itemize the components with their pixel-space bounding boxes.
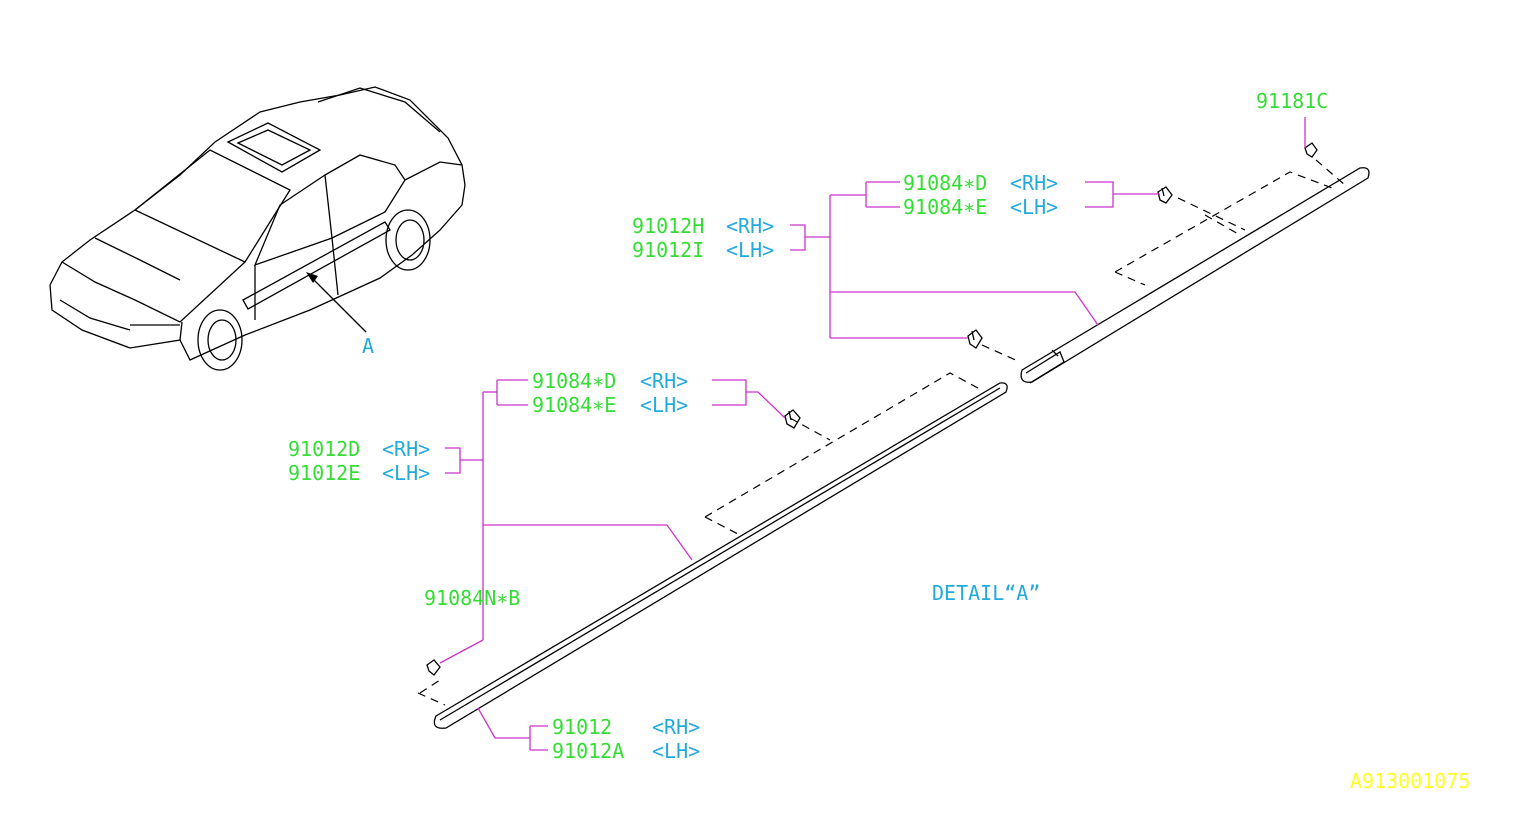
part-group-upper-clips: 91084∗D <RH> 91084∗E <LH> <box>903 171 1058 219</box>
part-number[interactable]: 91012H <box>632 214 704 238</box>
side-label: <LH> <box>726 238 774 262</box>
side-label: <RH> <box>726 214 774 238</box>
part-number[interactable]: 91012D <box>288 437 360 461</box>
part-number[interactable]: 91012A <box>552 739 624 763</box>
part-group-lower-clips: 91084∗D <RH> 91084∗E <LH> <box>532 369 688 417</box>
callout-a-label: A <box>362 334 374 358</box>
callout-a-leader <box>311 277 367 333</box>
part-number[interactable]: 91012E <box>288 461 360 485</box>
side-label: <RH> <box>382 437 430 461</box>
part-number[interactable]: 91012 <box>552 715 612 739</box>
clip-icon <box>426 659 441 676</box>
side-label: <LH> <box>1010 195 1058 219</box>
part-number[interactable]: 91084∗D <box>532 369 616 393</box>
side-label: <LH> <box>382 461 430 485</box>
part-group-molding-assembly: 91012 <RH> 91012A <LH> <box>552 715 700 763</box>
callout-a-arrowhead <box>306 272 318 283</box>
clip-icon <box>784 409 801 429</box>
side-label: <LH> <box>640 393 688 417</box>
clip-icon <box>967 329 983 349</box>
side-label: <RH> <box>652 715 700 739</box>
document-code: A913001075 <box>1350 769 1470 793</box>
leader-lines <box>439 117 1306 751</box>
car-illustration <box>49 86 466 371</box>
clip-icon <box>1304 142 1318 158</box>
detail-label: DETAIL“A” <box>932 581 1040 605</box>
part-number-91181c[interactable]: 91181C <box>1256 89 1328 113</box>
front-door-molding <box>417 372 1008 729</box>
rear-door-molding <box>981 159 1370 384</box>
side-label: <RH> <box>640 369 688 393</box>
part-number[interactable]: 91012I <box>632 238 704 262</box>
side-label: <LH> <box>652 739 700 763</box>
part-number-91084nb[interactable]: 91084N∗B <box>424 586 520 610</box>
part-number[interactable]: 91084∗E <box>903 195 987 219</box>
part-number[interactable]: 91084∗E <box>532 393 616 417</box>
part-number[interactable]: 91084∗D <box>903 171 987 195</box>
part-group-rear-molding: 91012H <RH> 91012I <LH> <box>632 214 774 262</box>
side-label: <RH> <box>1010 171 1058 195</box>
part-group-front-molding: 91012D <RH> 91012E <LH> <box>288 437 430 485</box>
clip-icon <box>1157 186 1173 204</box>
